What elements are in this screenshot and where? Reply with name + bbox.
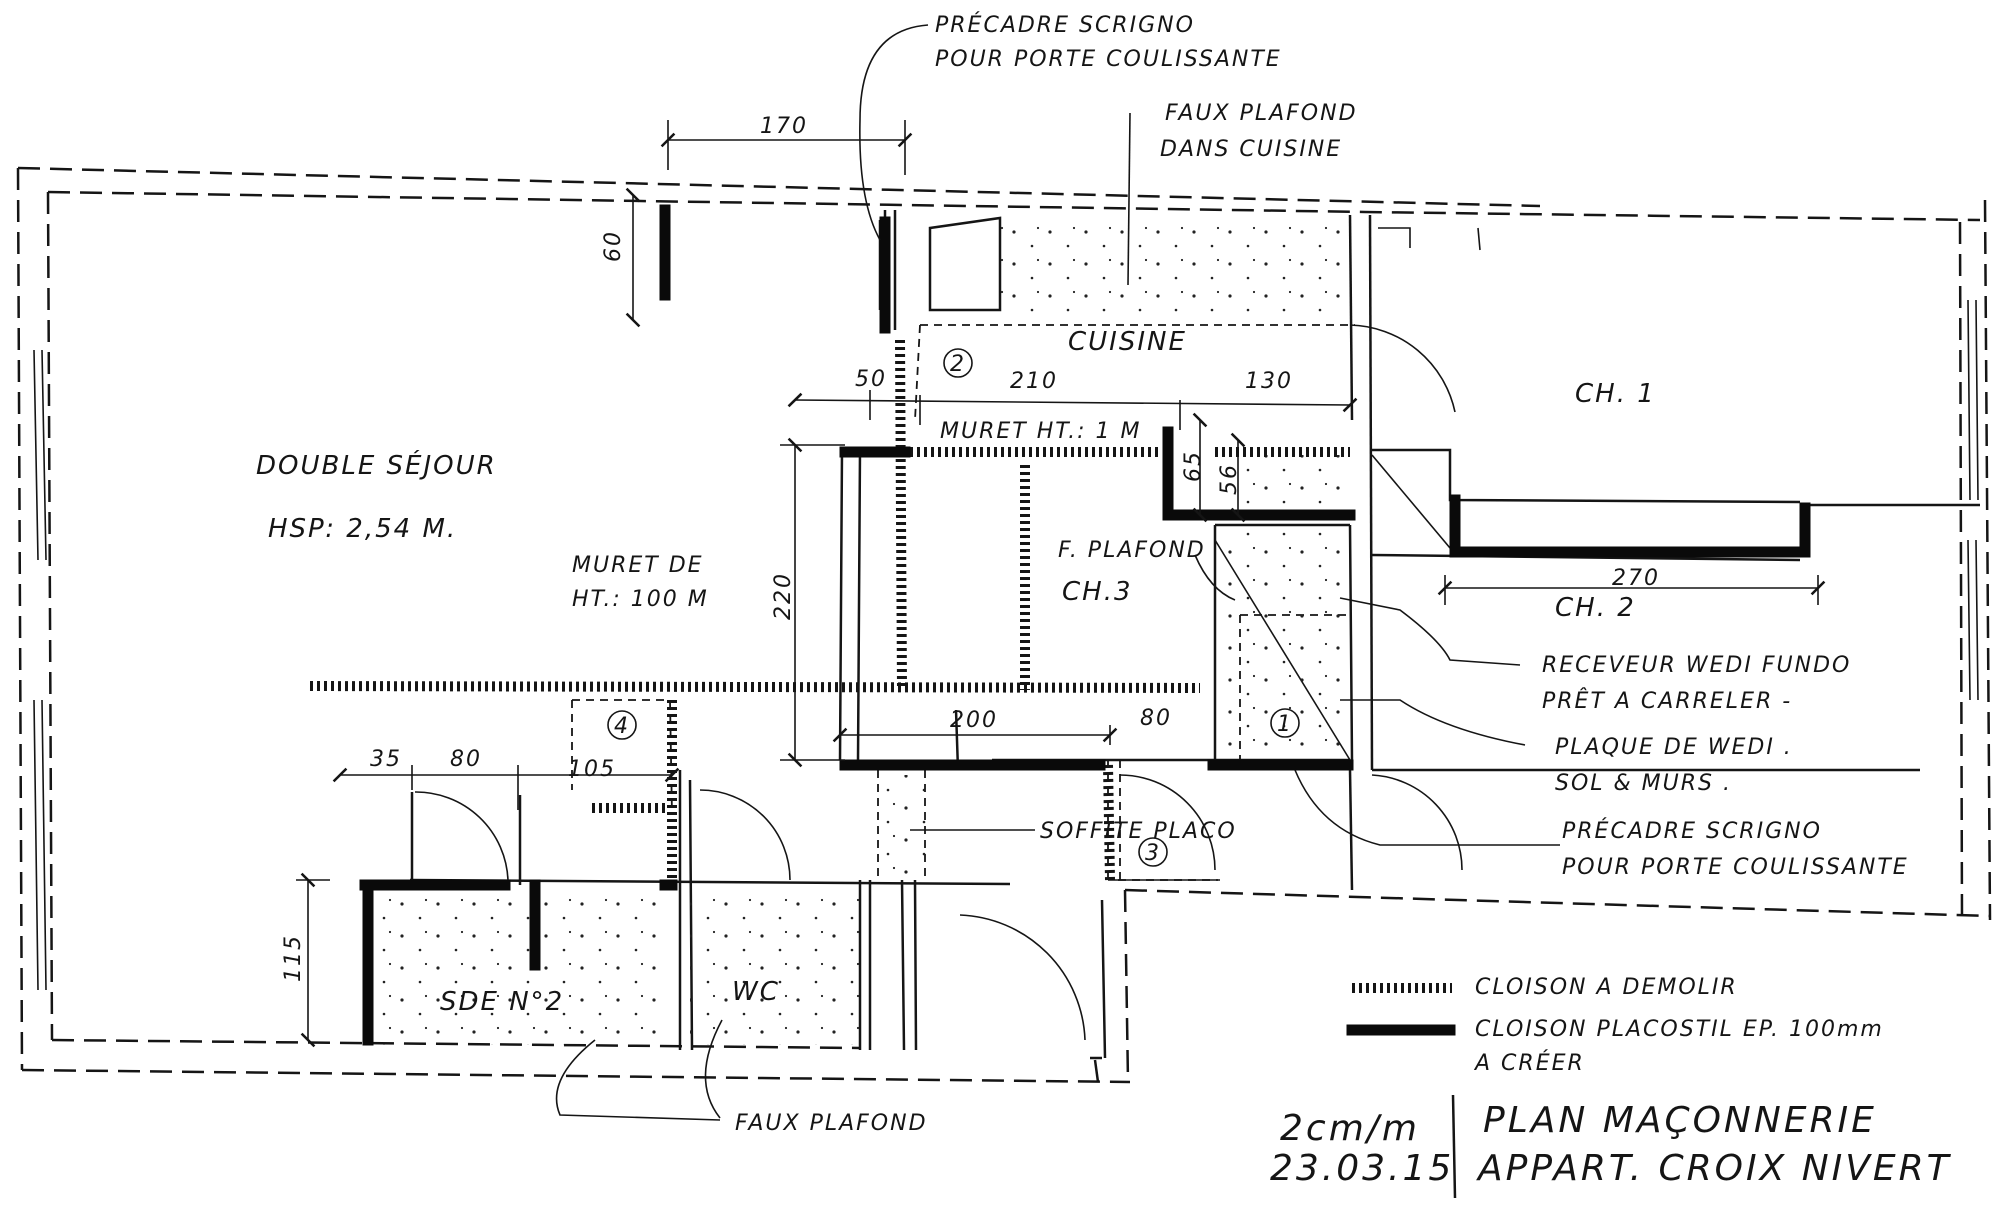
marker-4-label: 4	[614, 714, 630, 739]
note-faux-plafond-cuisine-1: FAUX PLAFOND	[1165, 101, 1358, 126]
windows	[33, 227, 1979, 991]
dim-65: 65	[1181, 450, 1206, 482]
dimension-lines	[296, 120, 1826, 1048]
dim-170: 170	[760, 114, 808, 139]
dim-130: 130	[1245, 369, 1293, 394]
note-precadre-bot-1: PRÉCADRE SCRIGNO	[1562, 818, 1822, 844]
legend-new-label-1: CLOISON PLACOSTIL EP. 100mm	[1475, 1017, 1884, 1042]
dim-80a: 80	[1140, 706, 1172, 731]
dim-220: 220	[771, 572, 796, 620]
marker-3	[1138, 837, 1168, 867]
marker-1-label: 1	[1277, 712, 1293, 737]
ceiling-height: HSP: 2,54 M.	[268, 514, 457, 544]
markers: 1 2 3 4	[607, 348, 1300, 867]
note-f-plafond: F. PLAFOND	[1058, 538, 1206, 563]
note-muret-1m: MURET HT.: 1 M	[940, 419, 1141, 444]
room-sejour: DOUBLE SÉJOUR	[256, 449, 497, 481]
room-ch3: CH.3	[1062, 577, 1133, 607]
legend-demolish-label: CLOISON A DEMOLIR	[1475, 975, 1738, 1000]
marker-2	[943, 348, 973, 378]
room-wc: WC	[732, 977, 780, 1007]
note-faux-plafond-cuisine-2: DANS CUISINE	[1160, 137, 1342, 162]
room-labels: DOUBLE SÉJOUR HSP: 2,54 M. CUISINE CH. 1…	[256, 327, 1656, 1017]
dimension-values: 170 60 50 210 130 65 56 220 270 200 80 3…	[281, 114, 1660, 982]
new-walls	[359, 204, 1811, 1046]
hatched-zones	[370, 218, 1350, 1045]
title-date: 23.03.15	[1270, 1148, 1454, 1189]
door-swings	[414, 324, 1463, 1041]
marker-3-label: 3	[1145, 841, 1161, 866]
marker-1	[1270, 708, 1300, 738]
dim-115: 115	[281, 934, 306, 982]
note-soffite: SOFFITE PLACO	[1040, 819, 1237, 844]
dim-200: 200	[950, 708, 998, 733]
leaders	[555, 24, 1560, 1121]
title-line-2: APPART. CROIX NIVERT	[1476, 1148, 1952, 1189]
title-block: 2cm/m 23.03.15 PLAN MAÇONNERIE APPART. C…	[1270, 1094, 1952, 1199]
marker-2-label: 2	[950, 352, 966, 377]
marker-4	[607, 710, 637, 740]
annotations: PRÉCADRE SCRIGNO POUR PORTE COULISSANTE …	[572, 12, 1909, 1136]
dim-80b: 80	[450, 747, 482, 772]
note-receveur-1: RECEVEUR WEDI FUNDO	[1542, 653, 1851, 678]
legend-new-label-2: A CRÉER	[1473, 1050, 1585, 1076]
note-muret-de-1: MURET DE	[572, 553, 704, 578]
dim-35: 35	[370, 747, 402, 772]
dim-56: 56	[1217, 463, 1242, 495]
note-precadre-top-1: PRÉCADRE SCRIGNO	[935, 12, 1195, 38]
title-scale: 2cm/m	[1280, 1108, 1420, 1149]
note-plaque-1: PLAQUE DE WEDI .	[1555, 735, 1793, 760]
dim-50: 50	[855, 367, 887, 392]
dim-60: 60	[601, 230, 626, 262]
dim-270: 270	[1612, 566, 1660, 591]
dim-105: 105	[568, 757, 616, 782]
demolish-walls	[309, 339, 1350, 881]
room-ch2: CH. 2	[1555, 593, 1636, 623]
note-faux-plafond-bas: FAUX PLAFOND	[735, 1111, 928, 1136]
note-muret-de-2: HT.: 100 M	[572, 587, 709, 612]
legend: CLOISON A DEMOLIR CLOISON PLACOSTIL EP. …	[1346, 975, 1884, 1076]
note-plaque-2: SOL & MURS .	[1555, 771, 1732, 796]
room-ch1: CH. 1	[1575, 379, 1656, 409]
exterior-walls	[16, 166, 1992, 1084]
room-sde: SDE N°2	[440, 987, 564, 1017]
note-precadre-bot-2: POUR PORTE COULISSANTE	[1562, 855, 1909, 880]
room-cuisine: CUISINE	[1068, 327, 1187, 357]
note-precadre-top-2: POUR PORTE COULISSANTE	[935, 47, 1282, 72]
title-line-1: PLAN MAÇONNERIE	[1483, 1100, 1877, 1141]
dim-210: 210	[1010, 369, 1058, 394]
note-receveur-2: PRÊT A CARRELER -	[1542, 688, 1792, 714]
